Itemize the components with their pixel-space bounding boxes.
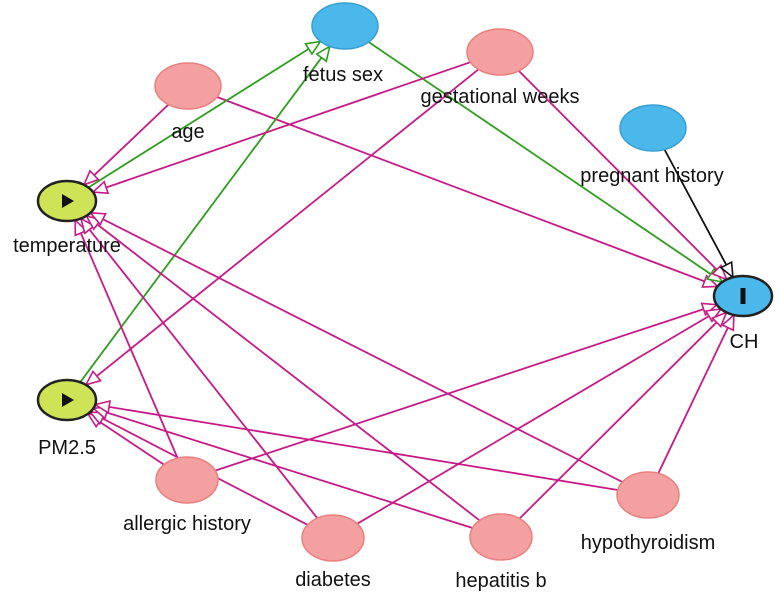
edge-diabetes-to-CH <box>356 307 723 525</box>
arrowhead <box>721 313 735 332</box>
node-label-temperature: temperature <box>13 235 121 257</box>
edge-line <box>96 68 479 377</box>
edge-line <box>96 223 481 522</box>
arrowhead <box>90 180 110 195</box>
edge-line <box>657 327 729 474</box>
edge-PM25-to-fetus_sex <box>79 44 332 383</box>
edge-line <box>79 57 323 383</box>
node-diabetes[interactable] <box>301 514 365 562</box>
arrowhead <box>710 310 728 329</box>
node-label-age: age <box>171 121 204 143</box>
arrowhead <box>701 274 720 288</box>
edge-line <box>215 308 704 472</box>
outcome-icon <box>740 288 746 304</box>
play-icon <box>62 393 74 407</box>
edge-line <box>105 61 471 189</box>
node-label-fetus-sex: fetus sex <box>303 64 383 86</box>
arrowhead <box>84 369 102 387</box>
edge-line <box>663 149 728 266</box>
node-label-diabetes: diabetes <box>295 569 371 591</box>
edge-line <box>518 70 718 271</box>
node-label-gestational-weeks: gestational weeks <box>421 86 580 108</box>
arrowhead <box>93 399 111 415</box>
edge-hepatitis_b-to-CH <box>518 310 728 520</box>
edge-pregnant_history-to-CH <box>663 149 734 279</box>
node-CH[interactable] <box>712 274 774 318</box>
edge-diabetes-to-temperature <box>79 217 319 519</box>
edge-fetus_sex-to-CH <box>368 41 724 284</box>
edges-layer <box>74 40 735 529</box>
node-label-hypothyroidism: hypothyroidism <box>581 532 716 554</box>
node-hypothyroidism[interactable] <box>616 471 680 519</box>
edge-line <box>368 41 712 275</box>
node-hepatitis-b[interactable] <box>469 513 533 561</box>
arrowhead <box>304 40 323 56</box>
edge-line <box>99 420 165 466</box>
node-label-PM25: PM2.5 <box>38 437 96 459</box>
edge-allergic_history-to-CH <box>215 302 719 472</box>
edge-line <box>518 321 718 520</box>
edge-line <box>216 96 705 283</box>
arrowhead <box>79 217 96 235</box>
node-ellipse[interactable] <box>616 471 680 519</box>
edge-hypothyroidism-to-CH <box>657 313 735 474</box>
node-gestational-weeks[interactable] <box>466 28 534 76</box>
node-ellipse[interactable] <box>469 513 533 561</box>
node-ellipse[interactable] <box>301 514 365 562</box>
edge-line <box>79 232 179 459</box>
node-temperature[interactable] <box>36 179 98 223</box>
edge-hepatitis_b-to-PM25 <box>91 405 473 529</box>
edge-line <box>93 103 170 176</box>
node-PM25[interactable] <box>36 378 98 422</box>
labels-layer: fetus sex gestational weeks age pregnant hi… <box>13 64 758 592</box>
node-label-allergic-history: allergic history <box>123 513 251 535</box>
nodes-layer <box>36 2 774 562</box>
node-allergic-history[interactable] <box>155 456 219 504</box>
node-ellipse[interactable] <box>311 2 379 50</box>
node-ellipse[interactable] <box>155 456 219 504</box>
edge-age-to-CH <box>216 96 720 288</box>
node-ellipse[interactable] <box>154 62 222 110</box>
edge-line <box>106 411 473 529</box>
arrowhead <box>711 263 729 281</box>
node-ellipse[interactable] <box>619 104 687 152</box>
node-label-hepatitis-b: hepatitis b <box>455 570 546 592</box>
edge-line <box>88 229 319 519</box>
edge-gestational_weeks-to-CH <box>518 70 729 281</box>
play-icon <box>62 194 74 208</box>
node-fetus-sex[interactable] <box>311 2 379 50</box>
edge-hypothyroidism-to-temperature <box>88 211 623 483</box>
edge-line <box>87 48 310 189</box>
edge-line <box>102 218 623 483</box>
arrowhead <box>704 307 723 323</box>
node-label-pregnant-history: pregnant history <box>580 165 723 187</box>
edge-gestational_weeks-to-temperature <box>90 61 471 195</box>
edge-temperature-to-fetus_sex <box>87 40 323 189</box>
node-age[interactable] <box>154 62 222 110</box>
arrowhead <box>719 260 734 279</box>
edge-line <box>108 406 618 491</box>
arrowhead <box>82 169 100 187</box>
node-label-CH: CH <box>730 331 759 353</box>
arrowhead <box>88 211 107 226</box>
edge-age-to-temperature <box>82 103 170 187</box>
node-ellipse[interactable] <box>466 28 534 76</box>
node-pregnant-history[interactable] <box>619 104 687 152</box>
edge-line <box>356 315 710 525</box>
edge-gestational_weeks-to-PM25 <box>84 68 479 387</box>
arrowhead <box>315 44 332 63</box>
edge-hypothyroidism-to-PM25 <box>93 399 618 491</box>
